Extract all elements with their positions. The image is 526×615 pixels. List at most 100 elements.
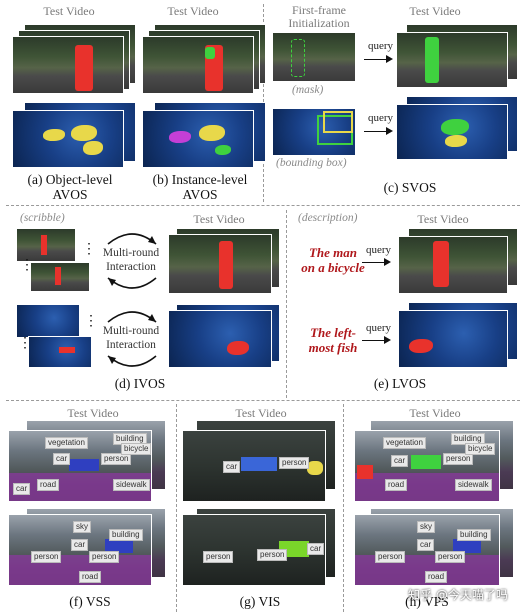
panel-c-query-label-2: query <box>368 112 394 124</box>
fish-green-mask <box>441 119 469 135</box>
tag-road: road <box>79 571 102 583</box>
panel-h-frame-2: sky building car person person road <box>354 514 500 586</box>
tag-building: building <box>457 529 491 541</box>
arrow-right-icon <box>362 340 384 341</box>
panel-e-description-label: (description) <box>298 212 358 224</box>
panel-e-test-video-label: Test Video <box>417 212 469 226</box>
ellipsis-dots-icon: ⋮ <box>84 314 98 329</box>
tag-car: car <box>417 539 435 551</box>
car-blue <box>453 539 481 553</box>
panel-e-query-label-2: query <box>366 322 392 334</box>
scribble-red <box>41 235 47 255</box>
tag-person: person <box>31 551 62 563</box>
arrow-right-icon <box>364 59 386 60</box>
ellipsis-dots-icon: ⋮ <box>18 336 32 351</box>
separator-row1 <box>6 205 520 206</box>
fish-yellow-mask-3 <box>83 141 103 155</box>
tag-person: person <box>375 551 406 563</box>
tag-vegetation: vegetation <box>383 437 426 449</box>
tag-sidewalk: sidewalk <box>113 479 150 491</box>
separator-h-left <box>343 404 344 612</box>
tag-person: person <box>89 551 120 563</box>
tag-car: car <box>13 483 31 495</box>
car-blue <box>69 459 99 471</box>
tag-person: person <box>279 457 310 469</box>
panel-e-desc-bicycle: The man on a bicycle <box>301 245 365 275</box>
car-blue-mask <box>241 457 277 471</box>
panel-d-scribble-frame-1 <box>16 228 76 262</box>
panel-f-test-video-label: Test Video <box>67 406 119 420</box>
fish-red-mask <box>409 339 433 353</box>
caption-g: (g) VIS <box>239 594 281 609</box>
tag-building: building <box>109 529 143 541</box>
separator-g-left <box>176 404 177 612</box>
tag-vegetation: vegetation <box>45 437 88 449</box>
panel-c-result-frame <box>396 32 508 88</box>
panel-d-scribble-frame-4 <box>28 336 92 368</box>
panel-a-street-frame <box>12 36 124 94</box>
caption-f: (f) VSS <box>69 594 111 609</box>
panel-b-street-frame <box>142 36 254 94</box>
car-green-mask <box>411 455 441 469</box>
ellipsis-dots-icon: ⋮ <box>20 258 34 273</box>
arrow-right-icon <box>384 336 391 344</box>
fish-red-mask <box>227 341 249 355</box>
panel-b-test-video-label: Test Video <box>167 4 219 18</box>
caption-d: (d) IVOS <box>114 376 166 391</box>
tag-person: person <box>257 549 288 561</box>
panel-c-bbox-label: (bounding box) <box>276 157 347 169</box>
watermark: 知乎 @今天喵了吗 <box>408 588 508 602</box>
panel-f-frame-2: sky building car person person road <box>8 514 152 586</box>
fish-green-mask <box>215 145 231 155</box>
panel-e-desc-fish: The left- most fish <box>308 325 358 355</box>
panel-f-frame-1: vegetation building car person bicycle r… <box>8 430 152 502</box>
skater-green-outline <box>291 39 305 77</box>
tag-person: person <box>435 551 466 563</box>
caption-e: (e) LVOS <box>373 376 427 391</box>
tag-road: road <box>425 571 448 583</box>
tag-car: car <box>391 455 409 467</box>
tag-car: car <box>53 453 71 465</box>
ellipsis-dots-icon: ⋮ <box>82 242 96 257</box>
panel-h-test-video-label: Test Video <box>409 406 461 420</box>
cyclist-red-mask <box>433 241 449 287</box>
fish-yellow-mask <box>445 135 467 147</box>
curved-arrow-icon <box>107 233 157 289</box>
panel-d-result-frame <box>168 234 272 294</box>
skater-green-mask <box>425 37 439 83</box>
panel-d-scribble-label: (scribble) <box>20 212 65 224</box>
panel-h-frame-1: vegetation building car person bicycle r… <box>354 430 500 502</box>
separator-e-left <box>286 210 287 398</box>
arrow-right-icon <box>384 258 391 266</box>
panel-c-result-frame-2 <box>396 104 508 160</box>
panel-d-result-frame-2 <box>168 310 272 368</box>
panel-e-result-frame-2 <box>398 310 508 368</box>
panel-d-scribble-frame-3 <box>16 304 80 338</box>
arrow-right-icon <box>386 55 393 63</box>
panel-e-result-frame <box>398 236 508 294</box>
skater-red-mask <box>219 241 233 289</box>
caption-h: (h) VPS <box>405 594 449 609</box>
panel-c-mask-frame <box>272 32 356 82</box>
panel-g-frame-1: car person <box>182 430 326 502</box>
panel-c-mask-label: (mask) <box>292 84 324 96</box>
fish-yellow-mask-2 <box>71 125 97 141</box>
tag-sky: sky <box>417 521 435 533</box>
car-yellow-mask <box>307 461 323 475</box>
arrow-right-icon <box>386 127 393 135</box>
arrow-right-icon <box>362 262 384 263</box>
skater-red-mask <box>75 45 93 91</box>
tag-sidewalk: sidewalk <box>455 479 492 491</box>
fish-yellow-mask <box>199 125 225 141</box>
panel-d-multi-round-label-2: Multi-round Interaction <box>102 325 160 351</box>
fish-magenta-mask <box>169 131 191 143</box>
curved-arrow-icon <box>107 311 157 367</box>
backpack-green-mask <box>205 47 215 59</box>
caption-c: (c) SVOS <box>383 180 437 195</box>
fish-yellow-mask-1 <box>43 129 65 141</box>
tag-person: person <box>443 453 474 465</box>
panel-e-query-label-1: query <box>366 244 392 256</box>
tag-car: car <box>71 539 89 551</box>
panel-c-test-video-label: Test Video <box>409 4 461 18</box>
separator-row2 <box>6 400 520 401</box>
